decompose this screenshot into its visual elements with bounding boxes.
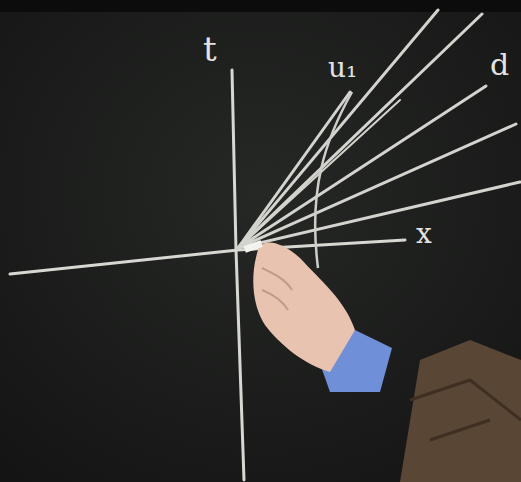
axis-label: d xyxy=(490,50,509,80)
hyperbola-curve xyxy=(315,92,352,268)
axis-label: x xyxy=(416,220,432,248)
spacetime-axes xyxy=(10,70,405,480)
board-top-edge xyxy=(0,0,521,12)
worldline-fan xyxy=(238,10,520,248)
axis-label: t xyxy=(203,32,217,66)
hand-with-chalk xyxy=(244,240,521,482)
axis-label: u₁ xyxy=(328,54,357,82)
